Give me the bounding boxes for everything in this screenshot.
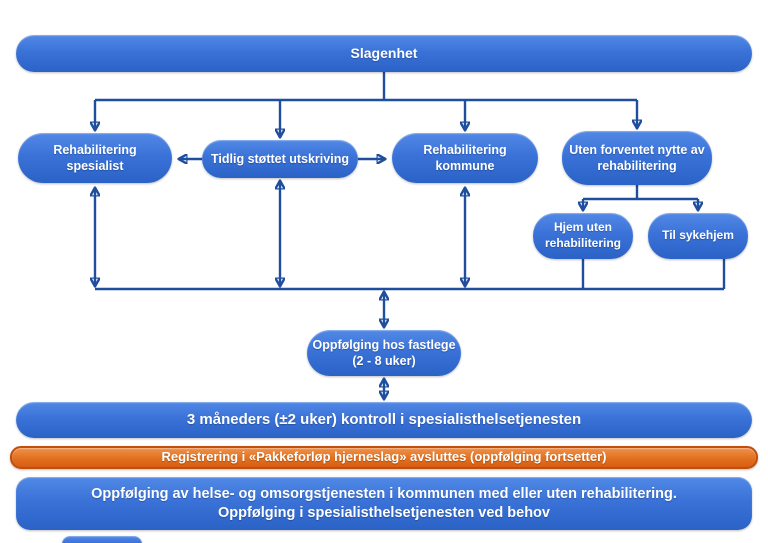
node-oppfolging-kommune: Oppfølging av helse- og omsorgstjenesten… bbox=[16, 477, 752, 530]
node-label-line: Registrering i «Pakkeforløp hjerneslag» … bbox=[161, 449, 607, 465]
node-rehabilitering-kommune: Rehabilitering kommune bbox=[392, 133, 538, 183]
node-oppfolging-fastlege: Oppfølging hos fastlege (2 - 8 uker) bbox=[307, 330, 461, 376]
node-label-line: Oppfølging hos fastlege bbox=[312, 337, 456, 352]
node-registrering-pakkeforlop: Registrering i «Pakkeforløp hjerneslag» … bbox=[10, 446, 758, 469]
node-tidlig-stottet-utskriving: Tidlig støttet utskriving bbox=[202, 140, 358, 178]
node-label-line: kommune bbox=[435, 159, 495, 173]
node-label-line: Tidlig støttet utskriving bbox=[211, 151, 349, 166]
node-slagenhet: Slagenhet bbox=[16, 35, 752, 72]
node-label-line: rehabilitering bbox=[544, 236, 621, 250]
node-label-line: rehabilitering bbox=[597, 159, 677, 173]
node-rehabilitering-spesialist: Rehabilitering spesialist bbox=[18, 133, 172, 183]
node-label-line: Til sykehjem bbox=[662, 228, 734, 243]
node-til-sykehjem: Til sykehjem bbox=[648, 213, 748, 259]
node-label-line: Rehabilitering bbox=[423, 142, 507, 157]
node-hjem-uten-rehabilitering: Hjem uten rehabilitering bbox=[533, 213, 633, 259]
node-partial-cutoff bbox=[62, 536, 142, 543]
node-label-line: 3 måneders (±2 uker) kontroll i spesiali… bbox=[186, 411, 582, 429]
node-label-line: spesialist bbox=[66, 159, 124, 173]
node-3-maneders-kontroll: 3 måneders (±2 uker) kontroll i spesiali… bbox=[16, 402, 752, 438]
node-label-line: Hjem uten bbox=[553, 220, 612, 235]
connector-top-trunk bbox=[95, 72, 637, 102]
node-label-line: Oppfølging i spesialisthelsetjenesten ve… bbox=[218, 504, 550, 521]
node-uten-forventet-nytte: Uten forventet nytte av rehabilitering bbox=[562, 131, 712, 185]
node-label-line: Rehabilitering bbox=[53, 142, 137, 157]
node-label-line: (2 - 8 uker) bbox=[352, 354, 416, 368]
node-slagenhet-label: Slagenhet bbox=[350, 45, 418, 62]
connector-uten-nytte-split bbox=[583, 185, 698, 201]
node-label-line: Oppfølging av helse- og omsorgstjenesten… bbox=[91, 485, 677, 502]
node-label-line: Uten forventet nytte av bbox=[569, 142, 705, 157]
